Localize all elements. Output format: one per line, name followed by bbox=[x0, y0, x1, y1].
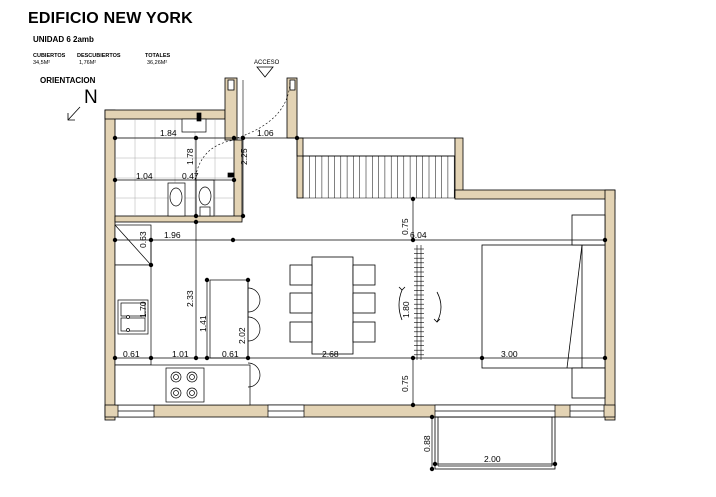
dimension-dot bbox=[148, 237, 154, 243]
orientation-label: ORIENTACION bbox=[40, 76, 96, 85]
dimension-dot bbox=[193, 355, 199, 361]
dim-2-02: 2.02 bbox=[237, 327, 247, 344]
dim-1-80: 1.80 bbox=[401, 301, 411, 318]
dim-0-61-mid: 0.61 bbox=[222, 349, 239, 359]
rotate-arrows-icon bbox=[398, 286, 442, 323]
sliding-partition bbox=[416, 245, 422, 360]
dim-6-04: 6.04 bbox=[410, 230, 427, 240]
dimension-lines bbox=[115, 137, 605, 469]
dimension-dot bbox=[193, 213, 199, 219]
area-value-cubiertos: 34,5M² bbox=[33, 60, 51, 66]
north-arrow-icon: N bbox=[67, 87, 98, 121]
bed bbox=[481, 214, 606, 399]
dimension-dot bbox=[410, 237, 416, 243]
plan-title: EDIFICIO NEW YORK bbox=[28, 10, 193, 27]
dimension-labels: 1.84 1.06 1.78 2.25 1.04 0.47 1.96 0.63 … bbox=[123, 128, 518, 464]
dim-0-75-bottom: 0.75 bbox=[400, 375, 410, 392]
dimension-dot bbox=[432, 461, 438, 467]
dim-0-75-top: 0.75 bbox=[400, 218, 410, 235]
dimension-dot bbox=[410, 196, 416, 202]
dimension-dot bbox=[245, 355, 251, 361]
dim-1-01: 1.01 bbox=[172, 349, 189, 359]
bar-stools bbox=[247, 287, 261, 388]
dimension-dot bbox=[602, 355, 608, 361]
area-label-descubiertos: DESCUBIERTOS bbox=[77, 53, 121, 59]
access-marker: ACCESO bbox=[254, 60, 280, 78]
area-label-cubiertos: CUBIERTOS bbox=[33, 53, 66, 59]
area-value-descubiertos: 1,76M² bbox=[79, 60, 97, 66]
dim-1-06: 1.06 bbox=[257, 128, 274, 138]
dimension-dot bbox=[410, 402, 416, 408]
dimension-dot bbox=[112, 237, 118, 243]
dim-1-84: 1.84 bbox=[160, 128, 177, 138]
dimension-dot bbox=[552, 461, 558, 467]
dimension-dot bbox=[245, 277, 251, 283]
dim-0-61-left: 0.61 bbox=[123, 349, 140, 359]
dimension-dot bbox=[112, 135, 118, 141]
dining-table bbox=[289, 256, 376, 355]
dimension-dot bbox=[193, 219, 199, 225]
dim-2-68: 2.68 bbox=[322, 349, 339, 359]
partition-ticks bbox=[414, 248, 424, 356]
dim-2-33: 2.33 bbox=[185, 290, 195, 307]
dimension-dot bbox=[231, 135, 237, 141]
dimension-dot bbox=[429, 414, 435, 420]
dim-0-63: 0.63 bbox=[138, 231, 148, 248]
unit-label: UNIDAD 6 2amb bbox=[33, 35, 94, 44]
kitchen bbox=[114, 224, 251, 406]
stairs bbox=[303, 155, 455, 199]
dim-0-47: 0.47 bbox=[182, 171, 199, 181]
dimension-dot bbox=[148, 262, 154, 268]
dim-0-88: 0.88 bbox=[422, 435, 432, 452]
dim-1-70: 1.70 bbox=[138, 301, 148, 318]
dimension-dot bbox=[294, 135, 300, 141]
access-label: ACCESO bbox=[254, 60, 280, 66]
dim-3-00: 3.00 bbox=[501, 349, 518, 359]
dimension-dots bbox=[112, 135, 608, 472]
dimension-dot bbox=[240, 213, 246, 219]
stair-steps bbox=[302, 156, 455, 198]
dimension-dot bbox=[204, 277, 210, 283]
dim-1-41: 1.41 bbox=[198, 315, 208, 332]
area-value-totales: 36,26M² bbox=[147, 60, 168, 66]
dimension-dot bbox=[231, 177, 237, 183]
dim-1-04: 1.04 bbox=[136, 171, 153, 181]
dimension-dot bbox=[602, 237, 608, 243]
bathroom-fixtures bbox=[167, 112, 235, 217]
dim-1-96: 1.96 bbox=[164, 230, 181, 240]
dimension-dot bbox=[204, 355, 210, 361]
dimension-dot bbox=[429, 466, 435, 472]
area-label-totales: TOTALES bbox=[145, 53, 171, 59]
dimension-dot bbox=[410, 355, 416, 361]
north-letter: N bbox=[84, 87, 98, 108]
dimension-dot bbox=[112, 355, 118, 361]
dimension-dot bbox=[148, 355, 154, 361]
dimension-dot bbox=[112, 177, 118, 183]
dimension-dot bbox=[193, 135, 199, 141]
dim-1-78: 1.78 bbox=[185, 148, 195, 165]
dimension-dot bbox=[479, 355, 485, 361]
dim-2-00: 2.00 bbox=[484, 454, 501, 464]
balcony bbox=[434, 416, 556, 470]
dim-2-25: 2.25 bbox=[239, 148, 249, 165]
dimension-dot bbox=[230, 237, 236, 243]
dimension-dot bbox=[240, 135, 246, 141]
